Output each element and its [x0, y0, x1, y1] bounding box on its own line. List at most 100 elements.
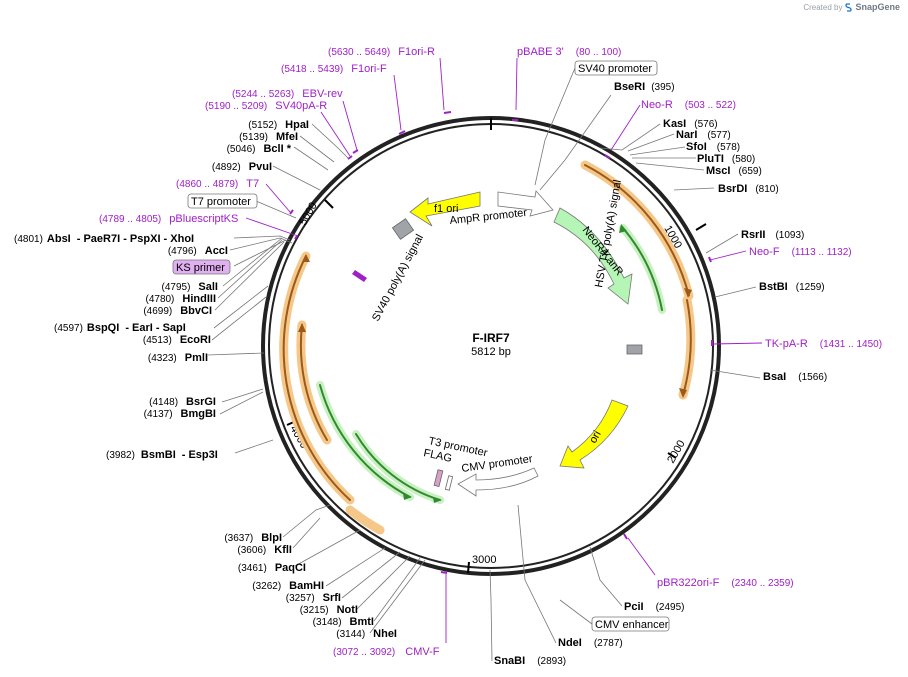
cds-line-left-1	[319, 384, 411, 498]
cds-line-left-2	[355, 433, 441, 501]
primer-label-f1ori-f: (5418 .. 5439)F1ori-F	[281, 63, 387, 75]
enzyme-label-pmli: (4323)PmlI	[148, 352, 208, 364]
snapgene-credit: Created by SnapGene	[803, 2, 900, 12]
orf-line-right-1	[584, 164, 690, 297]
box-t7-promoter	[187, 193, 258, 209]
primer-labels: (5630 .. 5649)F1ori-R (5418 .. 5439)F1or…	[99, 46, 882, 658]
feature-f1-ori	[409, 191, 481, 227]
enzyme-label-bsmbi: (3982)BsmBI- Esp3I	[106, 449, 218, 461]
orf-line-right-2	[682, 299, 692, 396]
enzyme-label-blpi: (3637)BlpI	[224, 532, 282, 544]
enzyme-label-srfi: (3257)SrfI	[286, 592, 341, 604]
boxed-label-t7-promoter: T7 promoter	[191, 196, 251, 208]
orf-arrowheads	[298, 224, 692, 503]
enzyme-label-msci: MscI(659)	[706, 165, 762, 177]
enzyme-label-kasi: KasI(576)	[663, 118, 718, 130]
feature-ori	[559, 399, 629, 469]
enzyme-label-paqci: (3461)PaqCI	[238, 562, 306, 574]
arrowhead-cds-left-1	[403, 493, 412, 500]
leader-lines	[207, 67, 761, 662]
orf-line-left-3	[299, 324, 328, 441]
enzyme-label-hindiii: (4780)HindIII	[145, 293, 216, 305]
enzyme-label-nhei: (3144)NheI	[336, 628, 397, 640]
enzyme-label-pvui: (4892)PvuI	[212, 161, 272, 173]
enzyme-label-sfoi: SfoI(578)	[686, 141, 740, 153]
feature-grey-box	[391, 218, 415, 240]
primer-label-neo-r: Neo-R(503 .. 522)	[641, 99, 736, 111]
enzyme-label-ndei: NdeI(2787)	[558, 637, 623, 649]
feature-neor-kanr	[553, 207, 633, 305]
primer-label-pbabe-3: pBABE 3'(80 .. 100)	[517, 46, 621, 58]
feature-label-sv40-polya: SV40 poly(A) signal	[370, 232, 426, 323]
feature-label-flag: FLAG	[422, 447, 453, 465]
enzyme-label-bstbi: BstBI(1259)	[759, 281, 825, 293]
feature-label-f1-ori: f1 ori	[434, 203, 458, 215]
box-cmv-enhancer	[591, 616, 670, 632]
enzyme-label-kfli: (3606)KflI	[237, 544, 292, 556]
plasmid-length: 5812 bp	[471, 346, 511, 358]
cds-line-right	[622, 227, 663, 311]
orf-arc-left-2	[345, 505, 385, 535]
primer-label-ebv-rev: (5244 .. 5263)EBV-rev	[232, 88, 343, 100]
enzyme-label-bamhi: (3262)BamHI	[252, 580, 324, 592]
boxed-label-sv40-promoter: SV40 promoter	[578, 63, 652, 75]
boxed-labels: SV40 promoter T7 promoter KS primer CMV …	[172, 60, 670, 632]
arrowhead-right-2	[679, 388, 687, 398]
feature-cmv-promoter	[457, 467, 539, 497]
enzyme-label-absi: (4801)AbsI- PaeR7I - PspXI - XhoI	[14, 233, 194, 245]
feature-hsv-tk-polya	[626, 344, 643, 355]
arrowhead-cds-right	[619, 224, 627, 233]
orf-arcs	[279, 160, 696, 535]
primer-label-sv40pa-r: (5190 .. 5209)SV40pA-R	[205, 100, 327, 112]
enzyme-label-noti: (3215)NotI	[300, 604, 358, 616]
enzyme-label-pcii: PciI(2495)	[624, 601, 684, 613]
enzyme-label-bsrgi: (4148)BsrGI	[149, 396, 216, 408]
enzyme-label-sali: (4795)SalI	[162, 281, 218, 293]
primer-leader-lines	[245, 57, 763, 643]
feature-small-promoter	[444, 475, 454, 491]
enzyme-label-mfei: (5139)MfeI	[239, 131, 298, 143]
arrowhead-right-1	[684, 288, 692, 298]
primer-label-f1ori-r: (5630 .. 5649)F1ori-R	[328, 46, 435, 58]
feature-label-cmv-promoter: CMV promoter	[461, 453, 534, 475]
feature-label-ori: ori	[587, 429, 604, 446]
feature-flag	[433, 469, 444, 487]
enzyme-label-bmti: (3148)BmtI	[313, 616, 374, 628]
enzyme-label-acci: (4796)AccI	[168, 245, 228, 257]
orf-line-left-1	[282, 255, 351, 501]
plasmid-name: F-IRF7	[472, 331, 510, 345]
box-ks-primer	[172, 259, 231, 275]
enzyme-label-ecori: (4513)EcoRI	[143, 334, 211, 346]
tick-label-3000: 3000	[472, 554, 496, 566]
enzyme-label-pluti: PluTI(580)	[697, 153, 755, 165]
primer-label-pbluescriptks: (4789 .. 4805)pBluescriptKS	[99, 213, 238, 225]
arrowhead-left-1	[302, 254, 310, 262]
primer-label-neo-f: Neo-F(1113 .. 1132)	[749, 246, 852, 258]
enzyme-label-nari: NarI(577)	[676, 129, 731, 141]
primer-label-pbr322ori-f: pBR322ori-F(2340 .. 2359)	[657, 577, 794, 589]
enzyme-label-bcli: (5046)BclI *	[227, 143, 292, 155]
feature-ampr-promoter	[497, 190, 554, 217]
tick-marks	[286, 118, 707, 574]
primer-marks	[289, 111, 713, 574]
tick-label-2000: 2000	[665, 438, 688, 465]
left-enzyme-labels: (5152)HpaI (5139)MfeI (5046)BclI * (4892…	[14, 119, 397, 640]
enzyme-label-rsrii: RsrII(1093)	[741, 229, 804, 241]
enzyme-label-bspqi: (4597)BspQI- EarI - SapI	[54, 322, 186, 334]
tick-label-5000: 5000	[297, 200, 320, 227]
credit-brand: SnapGene	[855, 2, 900, 12]
snapgene-logo-icon	[845, 2, 853, 12]
primer-label-tk-pa-r: TK-pA-R(1431 .. 1450)	[765, 338, 882, 350]
enzyme-label-hpai: (5152)HpaI	[248, 119, 309, 131]
primer-label-cmv-f: (3072 .. 3092)CMV-F	[333, 646, 440, 658]
boxed-label-cmv-enhancer: CMV enhancer	[595, 619, 669, 631]
arrowhead-cds-left-2	[433, 497, 442, 503]
enzyme-label-bsrdi: BsrDI(810)	[718, 183, 779, 195]
enzyme-label-bseri: BseRI(395)	[614, 81, 675, 93]
enzyme-label-snabi: SnaBI(2893)	[494, 655, 566, 667]
enzyme-label-bbvci: (4699)BbvCI	[143, 305, 212, 317]
right-enzyme-labels: BseRI(395) KasI(576) NarI(577) SfoI(578)…	[494, 81, 827, 667]
boxed-label-ks-primer: KS primer	[176, 262, 225, 274]
credit-prefix: Created by	[803, 2, 843, 12]
